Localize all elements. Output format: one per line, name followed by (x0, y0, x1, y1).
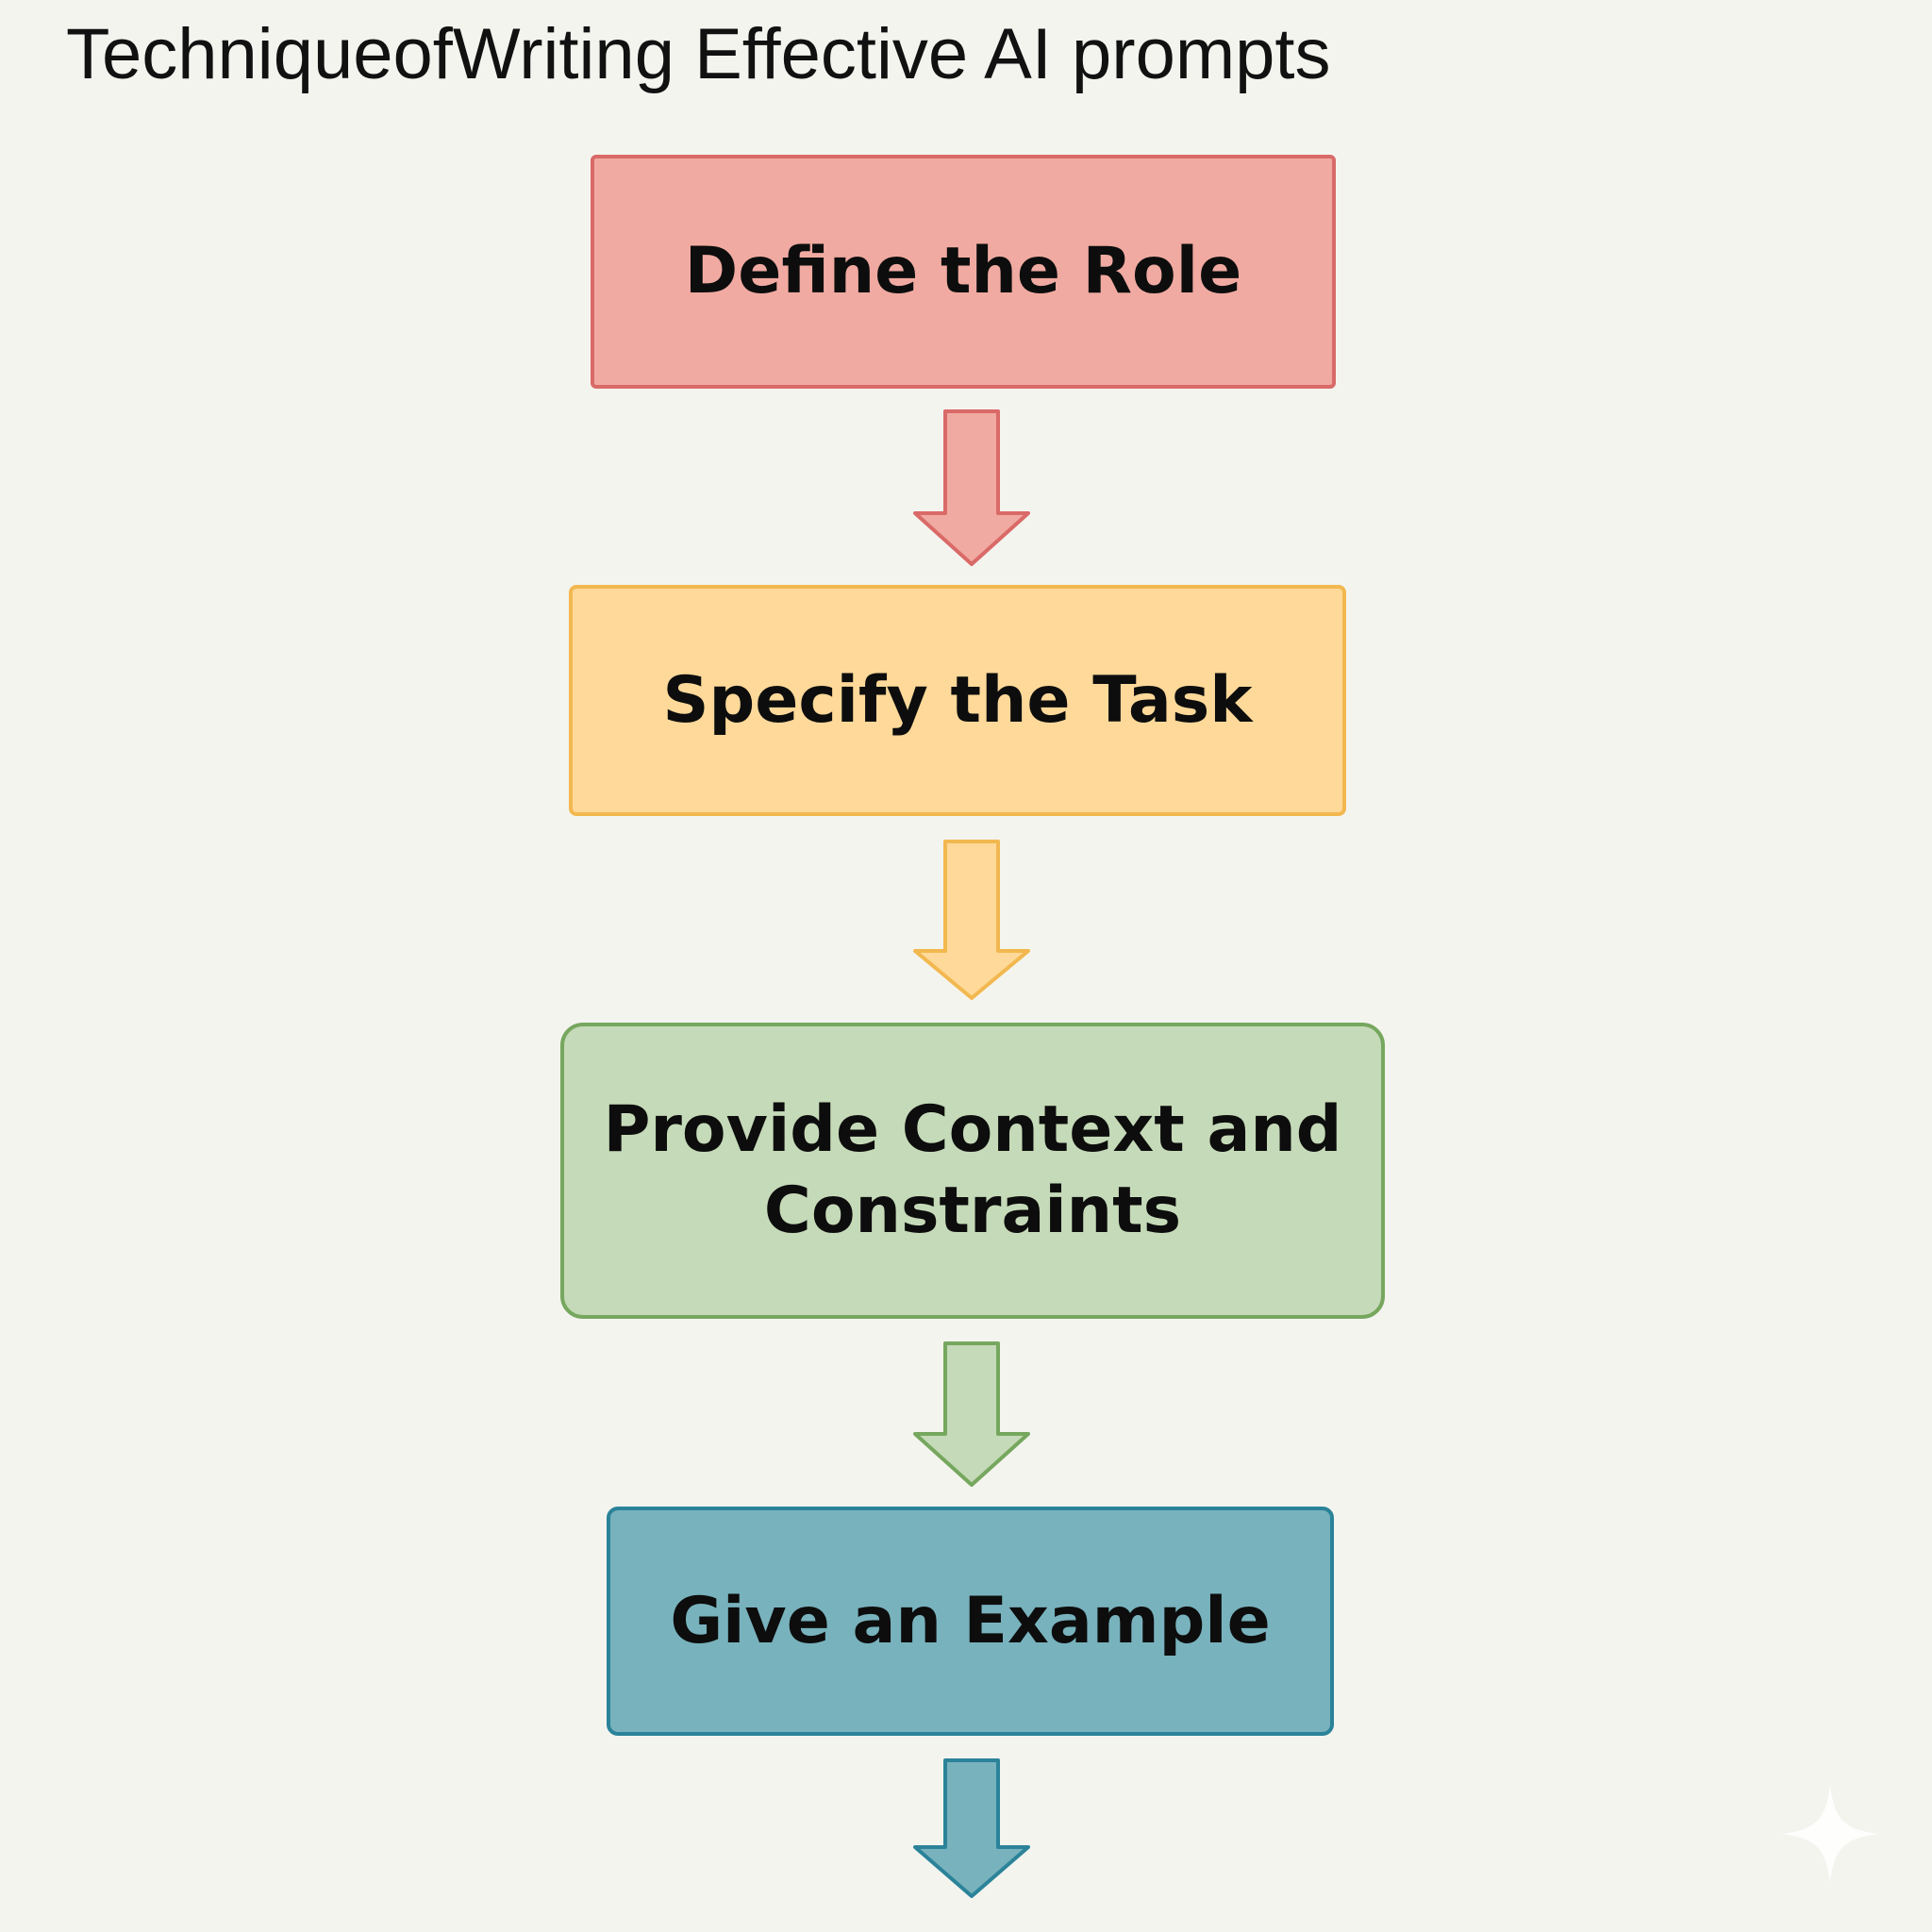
arrow-shape (913, 409, 1030, 566)
step-label: Define the Role (684, 234, 1242, 308)
sparkle-icon (1781, 1785, 1879, 1883)
step-specify-task: Specify the Task (569, 585, 1346, 816)
arrow-down-icon (913, 409, 1030, 566)
step-label: Provide Context and Constraints (604, 1090, 1342, 1252)
arrow-shape (913, 1341, 1030, 1487)
step-label-line-2: Constraints (763, 1174, 1182, 1248)
step-label: Give an Example (670, 1583, 1271, 1658)
arrow-shape (913, 840, 1030, 1000)
arrow-down-icon (913, 1758, 1030, 1898)
step-label-line-1: Provide Context and (603, 1092, 1342, 1167)
step-provide-context: Provide Context and Constraints (560, 1023, 1385, 1319)
arrow-down-icon (913, 840, 1030, 1000)
step-label: Specify the Task (662, 662, 1253, 738)
arrow-down-icon (913, 1341, 1030, 1487)
diagram-title: TechniqueofWriting Effective AI prompts (66, 14, 1331, 94)
step-define-role: Define the Role (591, 155, 1336, 389)
arrow-shape (913, 1758, 1030, 1898)
step-give-example: Give an Example (607, 1507, 1334, 1736)
